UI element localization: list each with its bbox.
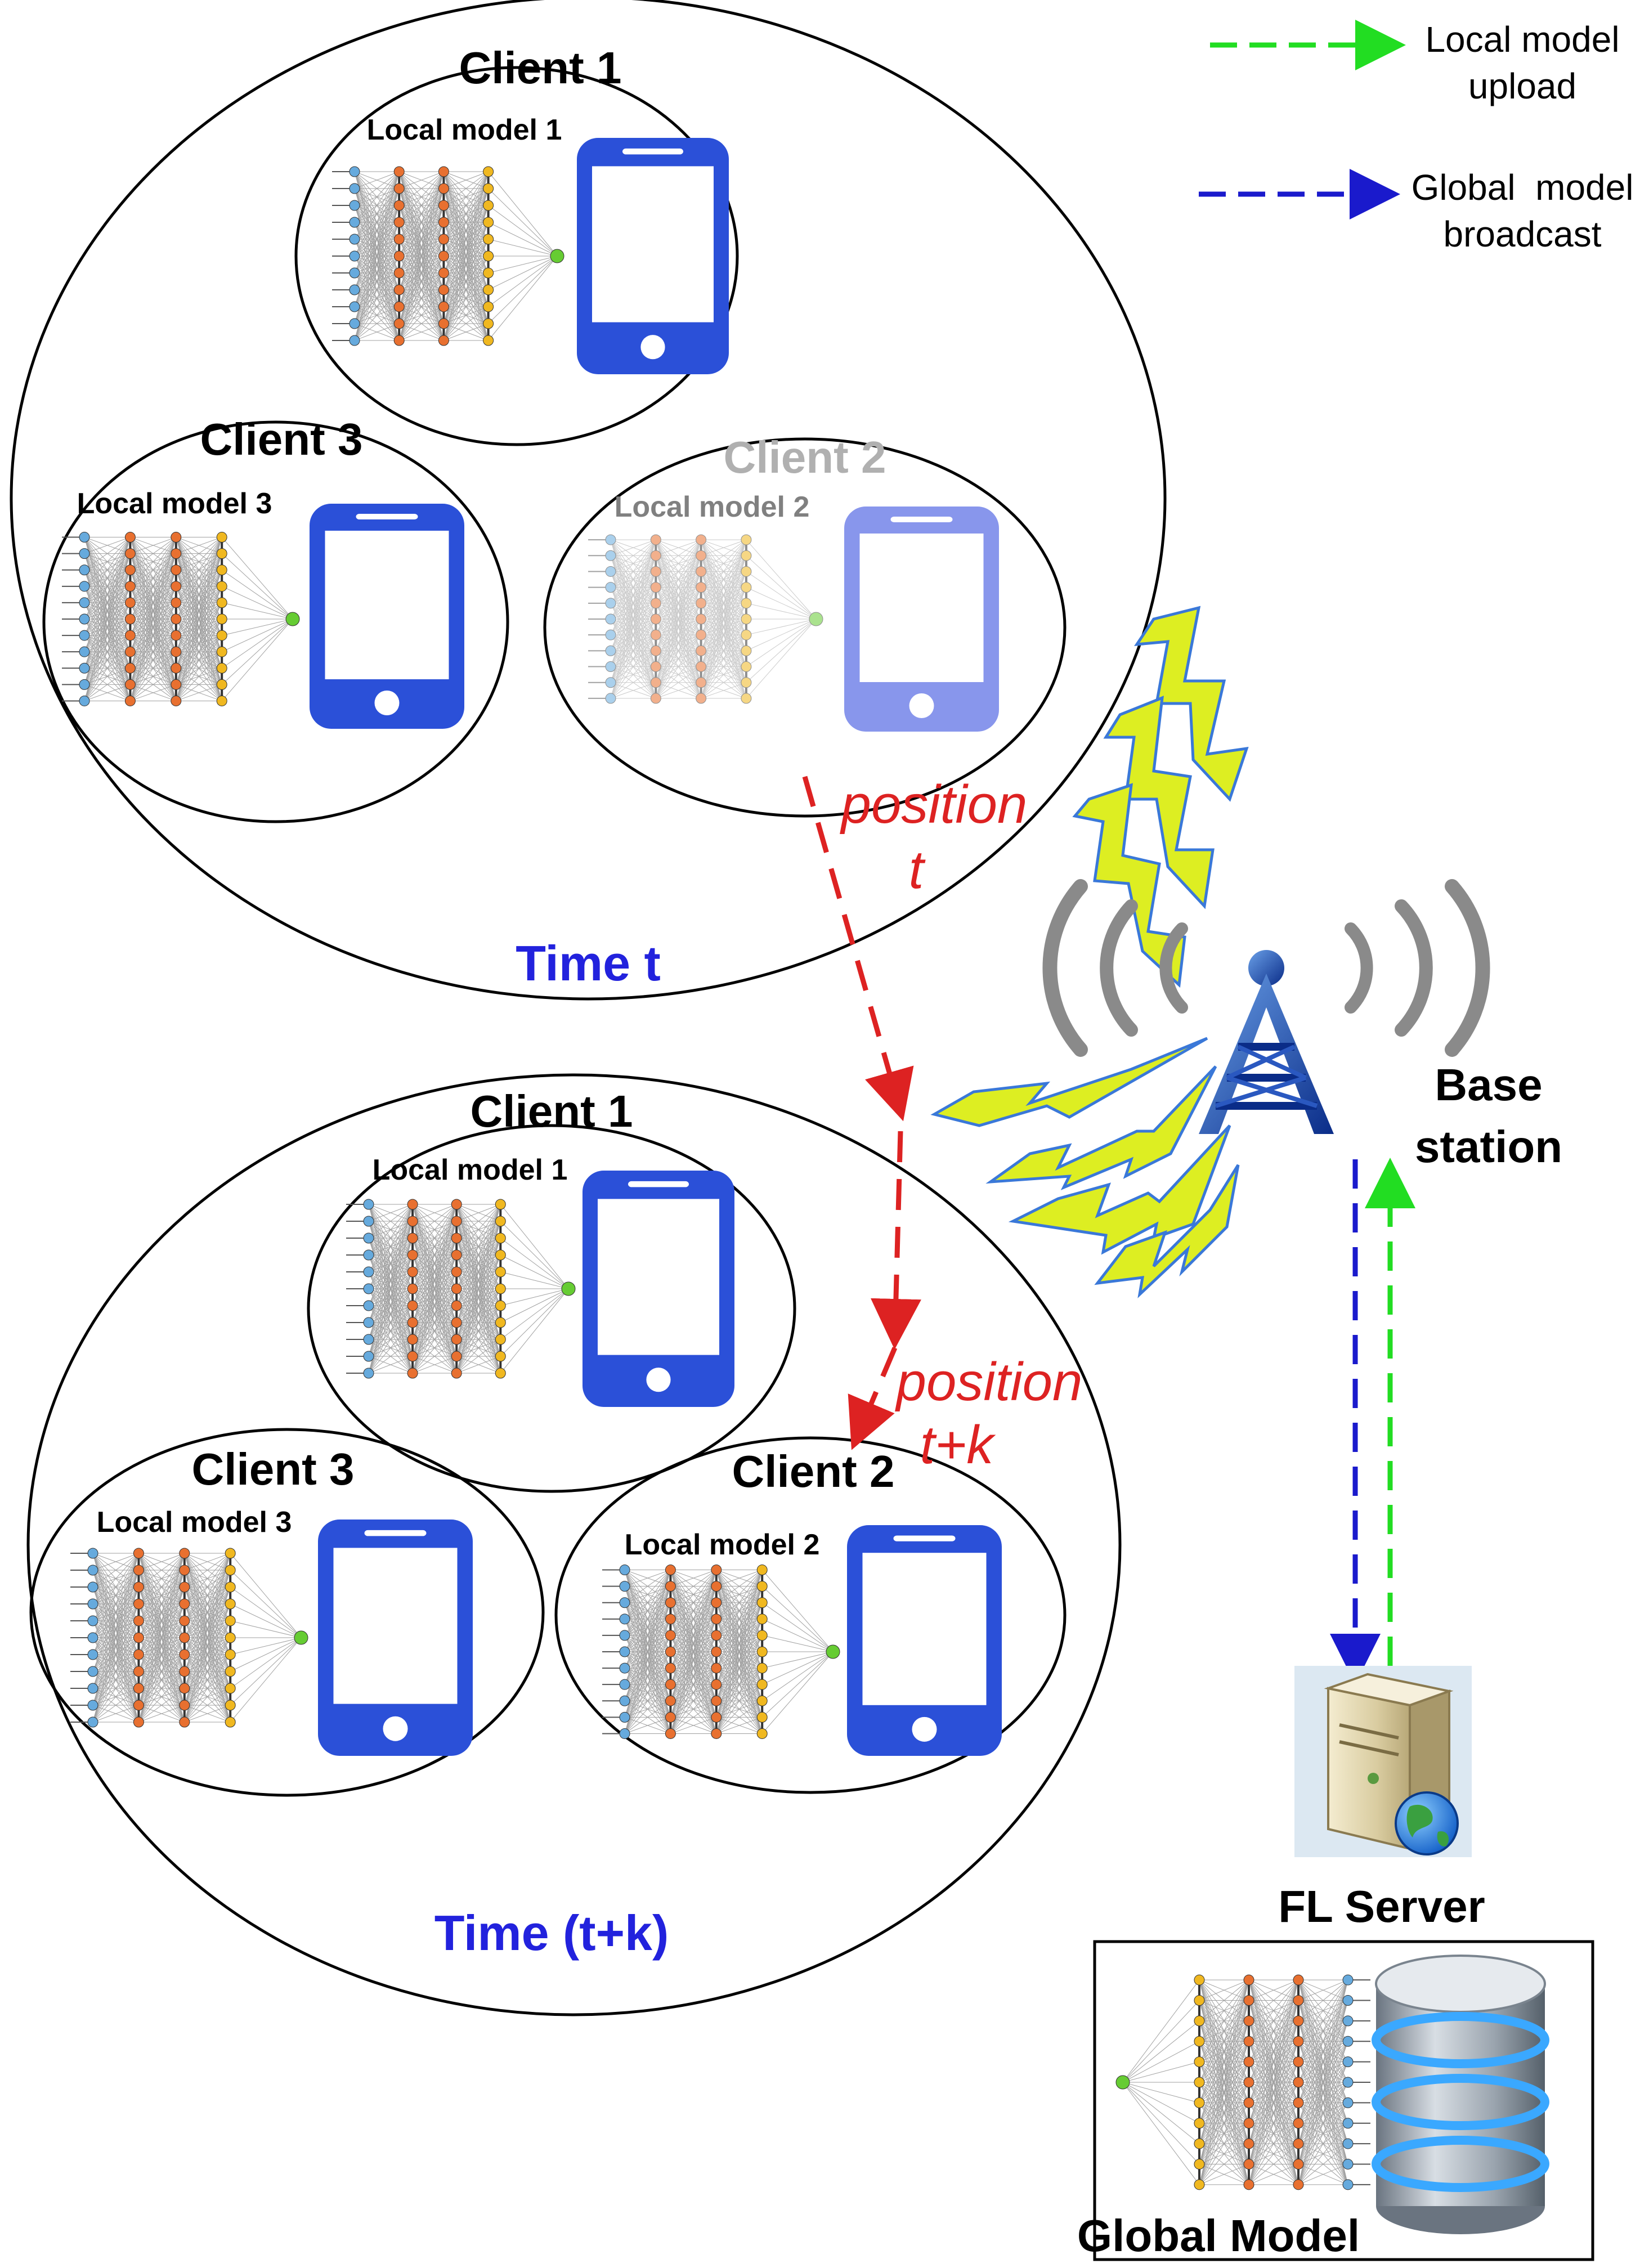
client-3-tk: Client 3 Local model 3	[29, 1428, 545, 1797]
local-model-2-t-network	[588, 534, 823, 704]
time-t-boundary	[10, 0, 1167, 1001]
client-1-t-circle	[294, 66, 739, 446]
client-3-tk-name: Client 3	[192, 1444, 355, 1494]
client-1-t-model-label: Local model 1	[367, 114, 562, 146]
wireless-bolt-1	[1134, 606, 1249, 802]
client-2-t: Client 2 Local model 2	[543, 432, 1067, 818]
global-model-network	[1115, 1974, 1370, 2190]
client-3-tk-circle	[29, 1428, 545, 1797]
base-station-label-2: station	[1415, 1122, 1562, 1172]
wireless-links	[930, 606, 1249, 1298]
client-1-tk-circle	[307, 1124, 796, 1493]
movement-arrow-2	[870, 1131, 921, 1350]
globe-icon	[1395, 1791, 1459, 1855]
client-1-t-name: Client 1	[459, 43, 622, 93]
position-t-label-2: t	[909, 840, 926, 900]
client-2-t-name: Client 2	[724, 432, 886, 482]
fl-server-label: FL Server	[1278, 1881, 1485, 1931]
client-1-tk-name: Client 1	[471, 1086, 633, 1136]
position-t-label-1: position	[840, 774, 1028, 835]
radio-waves-icon	[1042, 879, 1490, 1057]
local-model-3-t-network	[62, 532, 300, 706]
base-station: Base station	[1042, 879, 1562, 1172]
client-1-tk-phone	[582, 1171, 734, 1407]
server-links	[1330, 1158, 1415, 1684]
legend: Local model upload Global model broadcas…	[1199, 19, 1633, 254]
wireless-bolt-5	[985, 1065, 1217, 1190]
wireless-bolt-2	[1103, 696, 1215, 909]
movement-arrow-3	[848, 1347, 898, 1450]
upload-legend-label-1: Local model	[1425, 19, 1619, 60]
client-2-tk-circle	[554, 1436, 1067, 1794]
position-tk-label-1: position	[895, 1352, 1083, 1412]
wireless-bolt-7	[1094, 1164, 1240, 1298]
client-1-tk: Client 1 Local model 1	[307, 1086, 796, 1493]
time-t-label: Time t	[516, 935, 661, 991]
broadcast-legend-label-2: broadcast	[1443, 214, 1601, 254]
broadcast-legend-label-1: Global model	[1412, 167, 1634, 208]
client-3-t-phone	[310, 504, 464, 729]
position-tk-label-2: t+k	[920, 1415, 997, 1475]
movement-arrow-1	[802, 776, 914, 1122]
time-tk-label: Time (t+k)	[434, 1905, 669, 1961]
upload-legend-label-2: upload	[1468, 66, 1576, 106]
client-1-tk-model-label: Local model 1	[373, 1154, 568, 1186]
client-1-t: Client 1 Local model 1	[294, 43, 739, 446]
wireless-bolt-6	[1008, 1124, 1231, 1255]
client-1-t-phone	[577, 138, 729, 374]
antenna-tower-icon	[1199, 950, 1334, 1134]
local-model-1-tk-network	[346, 1199, 576, 1379]
global-model-label: Global Model	[1077, 2211, 1360, 2261]
wireless-bolt-3	[1072, 783, 1186, 988]
client-3-tk-model-label: Local model 3	[97, 1506, 292, 1539]
global-model-box: Global Model	[1077, 1940, 1594, 2261]
client-2-t-phone	[844, 507, 999, 732]
client-2-tk: Client 2 Local model 2	[554, 1436, 1067, 1794]
group-time-tk: Time (t+k) Client 1 Local model 1 Client…	[26, 1073, 1122, 2016]
client-2-t-model-label: Local model 2	[615, 491, 810, 523]
fl-server: FL Server	[1278, 1666, 1485, 1931]
group-time-t: Time t Client 1 Local model 1 Client 3 L…	[10, 0, 1167, 1001]
client-3-t: Client 3 Local model 3	[42, 414, 509, 823]
local-model-2-tk-network	[602, 1565, 840, 1739]
base-station-label-1: Base	[1435, 1060, 1542, 1110]
client-2-tk-name: Client 2	[732, 1446, 895, 1496]
client-3-t-model-label: Local model 3	[77, 487, 272, 520]
client-3-t-name: Client 3	[200, 414, 363, 464]
time-tk-boundary	[26, 1073, 1122, 2016]
client-2-tk-phone	[847, 1525, 1002, 1756]
movement-path: position t position t+k	[802, 774, 1083, 1475]
client-3-t-circle	[42, 420, 509, 823]
client-2-t-circle	[543, 437, 1067, 818]
local-model-3-tk-network	[70, 1548, 308, 1728]
client-2-tk-model-label: Local model 2	[625, 1529, 820, 1561]
local-model-1-t-network	[332, 166, 564, 346]
client-3-tk-phone	[318, 1520, 473, 1756]
database-icon	[1372, 1955, 1549, 2234]
wireless-bolt-4	[930, 1037, 1208, 1127]
